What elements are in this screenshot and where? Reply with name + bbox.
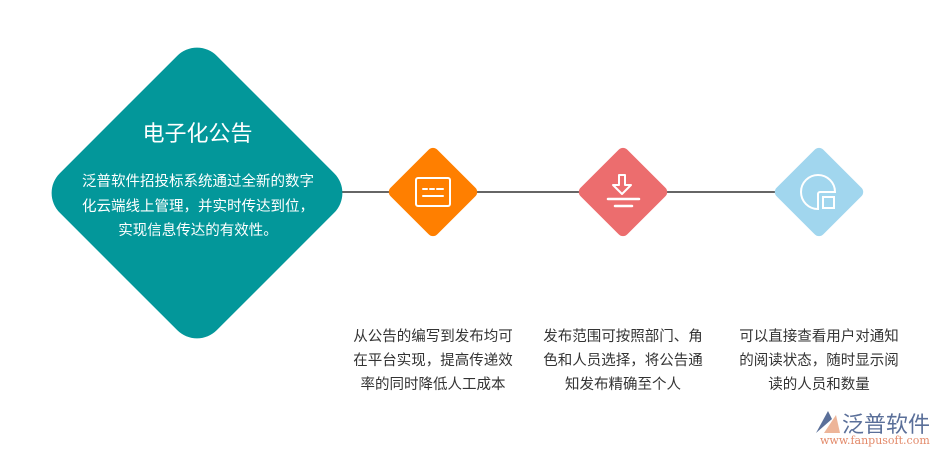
step2-text: 发布范围可按照部门、角色和人员选择，将公告通知发布精确至个人 xyxy=(543,329,703,393)
logo-name: 泛普软件 xyxy=(842,413,931,438)
step3-text: 可以直接查看用户对通知的阅读状态，随时显示阅读的人员和数量 xyxy=(739,329,899,393)
logo-icon xyxy=(816,411,840,433)
step1-text: 从公告的编写到发布均可在平台实现，提高传递效率的同时降低人工成本 xyxy=(353,329,513,393)
logo-url: www.fanpusoft.com xyxy=(820,434,930,447)
chart-shape-icon xyxy=(800,174,837,211)
connector-line xyxy=(330,191,780,193)
main-description: 泛普软件招投标系统通过全新的数字化云端线上管理，并实时传达到位，实现信息传达的有… xyxy=(82,174,314,239)
download-icon xyxy=(606,174,641,208)
message-box-icon xyxy=(415,177,451,207)
main-title: 电子化公告 xyxy=(142,122,253,147)
